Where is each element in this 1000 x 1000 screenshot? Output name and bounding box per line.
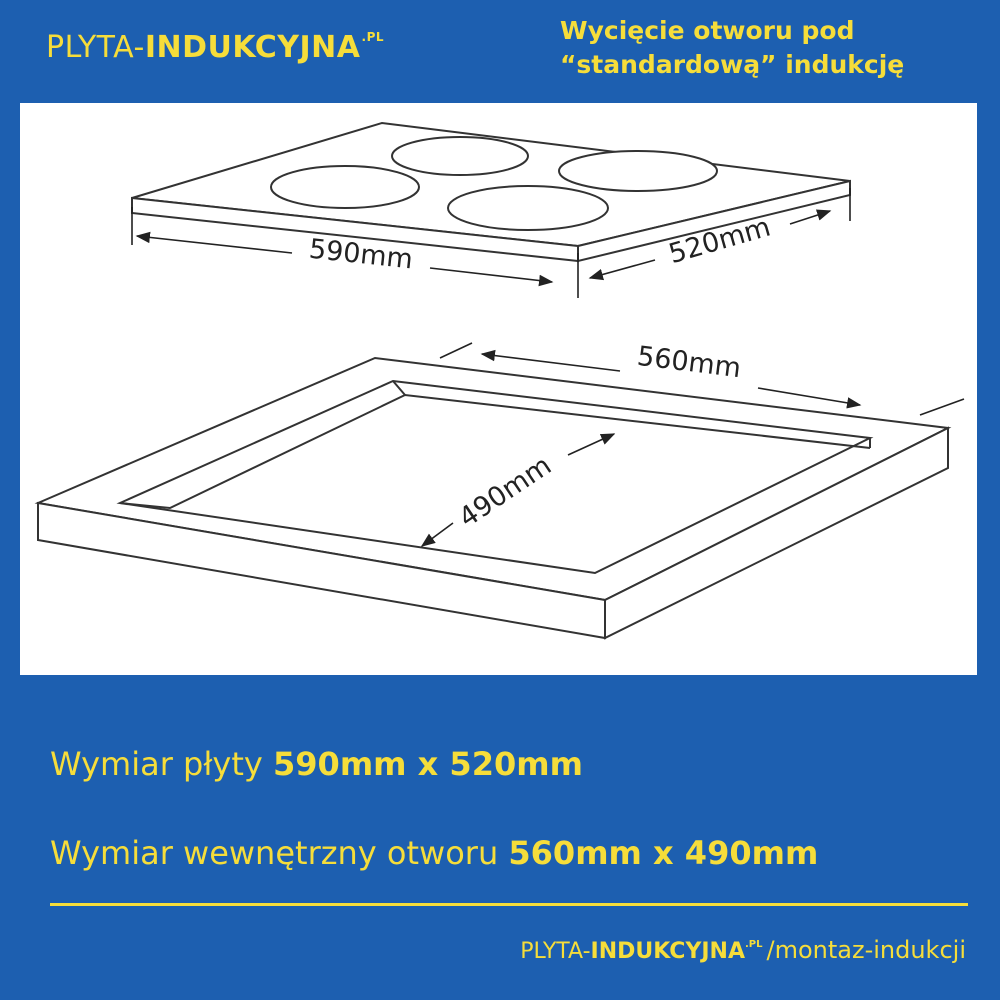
cutout-diagram: 590mm 520mm 560mm 490mm <box>20 103 977 675</box>
hob-dimension-label: Wymiar płyty <box>50 745 263 783</box>
hob-dimension-value: 590mm x 520mm <box>273 745 583 783</box>
logo-text-plain: PLYTA- <box>46 30 145 65</box>
footer-logo-text-bold: INDUKCYJNA <box>590 939 745 964</box>
cooking-zone-back-left <box>391 136 529 176</box>
footer-url-path: /montaz-indukcji <box>766 936 967 964</box>
hob-drawing <box>131 121 851 263</box>
page-title-line-2: “standardową” indukcję <box>560 50 905 79</box>
footer-logo-text-plain: PLYTA- <box>520 939 591 964</box>
cutout-dimension-value: 560mm x 490mm <box>508 834 819 872</box>
page-title-line-1: Wycięcie otworu pod <box>560 16 855 45</box>
hob-dimension-text: Wymiar płyty 590mm x 520mm <box>50 745 583 783</box>
cutout-dimension-label: Wymiar wewnętrzny otworu <box>50 834 499 872</box>
cooking-zone-front-left <box>270 165 420 209</box>
logo-text-bold: INDUKCYJNA <box>144 30 361 65</box>
cutout-drawing <box>34 356 952 640</box>
cutout-inner-wall <box>119 393 871 510</box>
logo-tld: .PL <box>361 30 385 44</box>
footer-link[interactable]: PLYTA-INDUKCYJNA.PL/montaz-indukcji <box>520 936 966 964</box>
cutout-width-label: 560mm <box>635 341 742 384</box>
footer-logo-tld: .PL <box>745 939 763 950</box>
cutout-dimension-lines <box>420 342 965 547</box>
page-title: Wycięcie otworu pod “standardową” indukc… <box>560 14 980 82</box>
cooking-zone-back-right <box>558 150 718 192</box>
hob-dimension-lines <box>131 188 851 298</box>
countertop-side-edge <box>604 426 949 640</box>
cooking-zone-front-right <box>447 185 609 231</box>
brand-logo[interactable]: PLYTA-INDUKCYJNA.PL <box>46 30 384 65</box>
divider <box>50 903 968 906</box>
cutout-dimension-text: Wymiar wewnętrzny otworu 560mm x 490mm <box>50 834 818 872</box>
